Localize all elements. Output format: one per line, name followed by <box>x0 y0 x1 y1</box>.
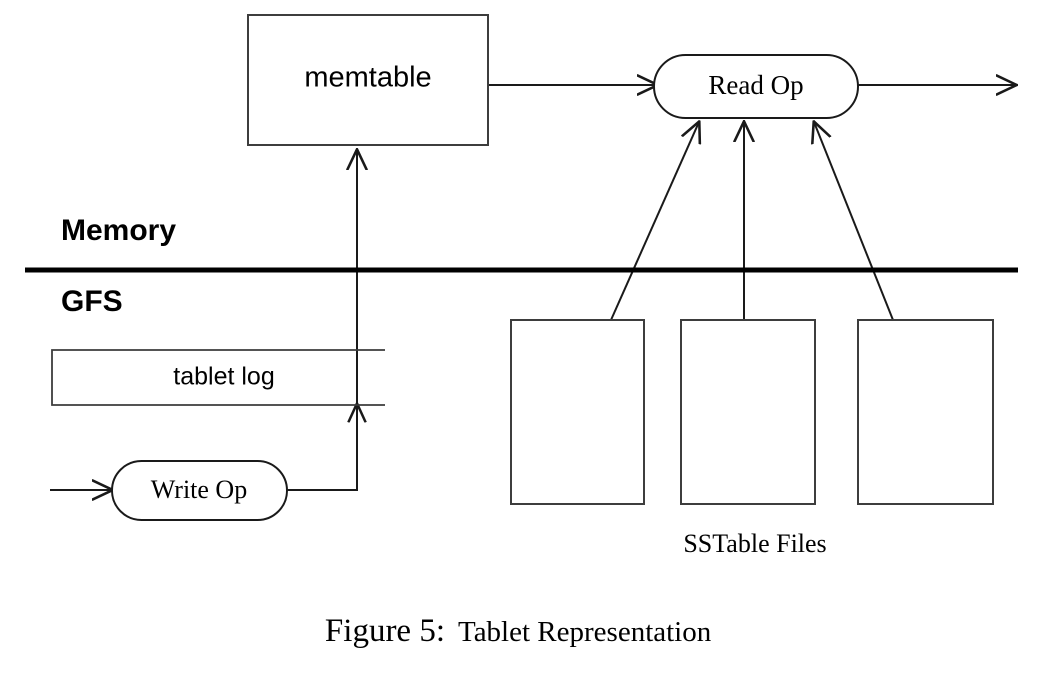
write-op-node[interactable] <box>111 460 288 521</box>
sstable-file-3[interactable] <box>857 319 994 505</box>
zone-label-memory: Memory <box>61 214 176 247</box>
sstable-file-2[interactable] <box>680 319 816 505</box>
zone-label-gfs: GFS <box>61 285 123 318</box>
tablet-log-label: tablet log <box>173 363 274 391</box>
sstable-file-1[interactable] <box>510 319 645 505</box>
edge-sstable-1-to-read-op <box>610 122 699 321</box>
write-op-label: Write Op <box>151 475 247 504</box>
figure-caption-title: Tablet Representation <box>458 616 712 648</box>
sstable-files-label: SSTable Files <box>683 529 826 558</box>
memtable-label: memtable <box>304 62 431 94</box>
tablet-log-box[interactable] <box>51 349 385 406</box>
memtable-box[interactable] <box>247 14 489 146</box>
figure-caption-label: Figure 5: <box>325 613 445 649</box>
edge-sstable-3-to-read-op <box>814 122 894 321</box>
edge-write-op-to-memtable <box>287 150 357 491</box>
read-op-node[interactable] <box>653 54 859 119</box>
read-op-label: Read Op <box>708 70 803 100</box>
